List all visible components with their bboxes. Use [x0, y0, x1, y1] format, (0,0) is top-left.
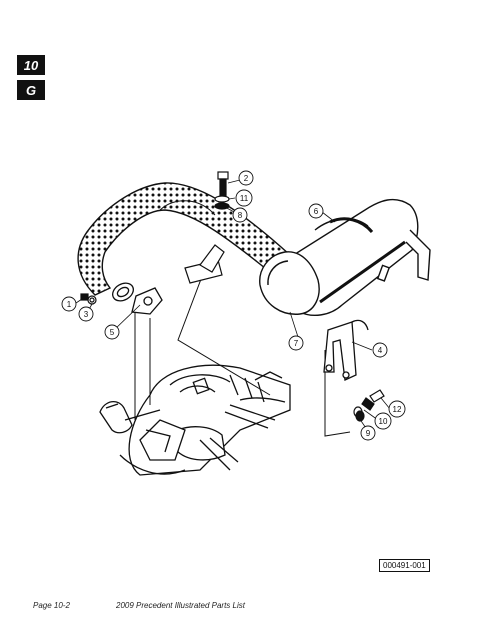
bolt-bracket-fastener	[353, 389, 385, 422]
callout-6-label: 6	[314, 207, 319, 216]
callout-8-label: 8	[238, 211, 243, 220]
section-number-tab: 10	[17, 55, 45, 75]
section-letter-tab: G	[17, 80, 45, 100]
callout-4-label: 4	[378, 346, 383, 355]
callout-3: 3	[78, 306, 94, 322]
muffler-bracket	[323, 319, 369, 381]
callout-7: 7	[288, 335, 304, 351]
engine-illustration	[99, 364, 291, 476]
muffler	[259, 198, 431, 317]
callout-12-label: 12	[393, 405, 402, 414]
callout-5: 5	[104, 324, 120, 340]
callout-9-label: 9	[366, 429, 371, 438]
callout-10-label: 10	[379, 417, 388, 426]
callout-11: 11	[235, 189, 253, 207]
callout-2: 2	[238, 170, 254, 186]
pipe-bracket	[184, 244, 225, 284]
callout-3-label: 3	[84, 310, 89, 319]
nut-left-fastener	[80, 293, 97, 305]
callout-1-label: 1	[67, 300, 72, 309]
callout-11-label: 11	[240, 194, 249, 203]
exhaust-pipe-heat-shield	[77, 182, 291, 296]
bolt-top-fastener	[214, 171, 230, 210]
exhaust-flange	[112, 282, 163, 315]
figure-id-label: 000491-001	[379, 559, 430, 572]
callout-9: 9	[360, 425, 376, 441]
callout-1: 1	[61, 296, 77, 312]
callout-5-label: 5	[110, 328, 115, 337]
callout-7-label: 7	[294, 339, 299, 348]
footer-page-number: Page 10-2	[33, 601, 70, 610]
callout-leaders	[75, 179, 391, 432]
callout-8: 8	[232, 207, 248, 223]
callout-10: 10	[374, 412, 392, 430]
footer-document-title: 2009 Precedent Illustrated Parts List	[116, 601, 245, 610]
callout-4: 4	[372, 342, 388, 358]
callout-6: 6	[308, 203, 324, 219]
callout-12: 12	[388, 400, 406, 418]
callout-2-label: 2	[244, 174, 249, 183]
